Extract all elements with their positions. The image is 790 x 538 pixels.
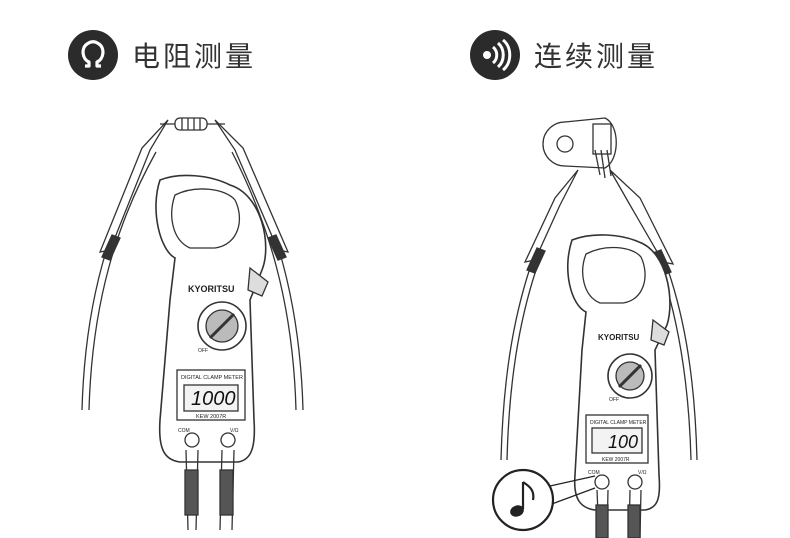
meter-brand: KYORITSU [598,333,640,342]
meter-title: DIGITAL CLAMP METER [590,420,647,426]
resistance-title: 电阻测量 [132,40,257,73]
resistance-panel: KYORITSU DIGITAL CLAMP METER 1000 KEW 20… [68,30,304,531]
terminal-v-label: V/Ω [638,470,647,476]
terminal-com-label: COM [178,428,190,434]
terminal-com-label: COM [588,470,600,476]
meter-title: DIGITAL CLAMP METER [181,375,243,381]
meter-reading: 1000 [191,388,236,410]
ohm-icon [68,30,118,80]
dial-off-label: OFF [198,348,208,354]
meter-reading: 100 [608,432,638,452]
continuity-title: 连续测量 [534,40,659,73]
meter-brand: KYORITSU [188,284,235,294]
resistance-illustration: KYORITSU DIGITAL CLAMP METER 1000 KEW 20… [81,117,304,531]
dial-off-label: OFF [609,397,619,403]
continuity-panel: KYORITSU DIGITAL CLAMP METER 100 KEW 200… [395,0,790,538]
meter-model: KEW 2007R [196,414,226,420]
meter-model: KEW 2007R [602,457,630,463]
resistance-heading: 电阻测量 [68,30,256,80]
sound-icon [470,30,520,80]
continuity-illustration: KYORITSU DIGITAL CLAMP METER 100 KEW 200… [491,117,698,538]
music-note-icon [510,481,535,517]
continuity-heading: 连续测量 [470,30,658,80]
terminal-v-label: V/Ω [230,428,239,434]
